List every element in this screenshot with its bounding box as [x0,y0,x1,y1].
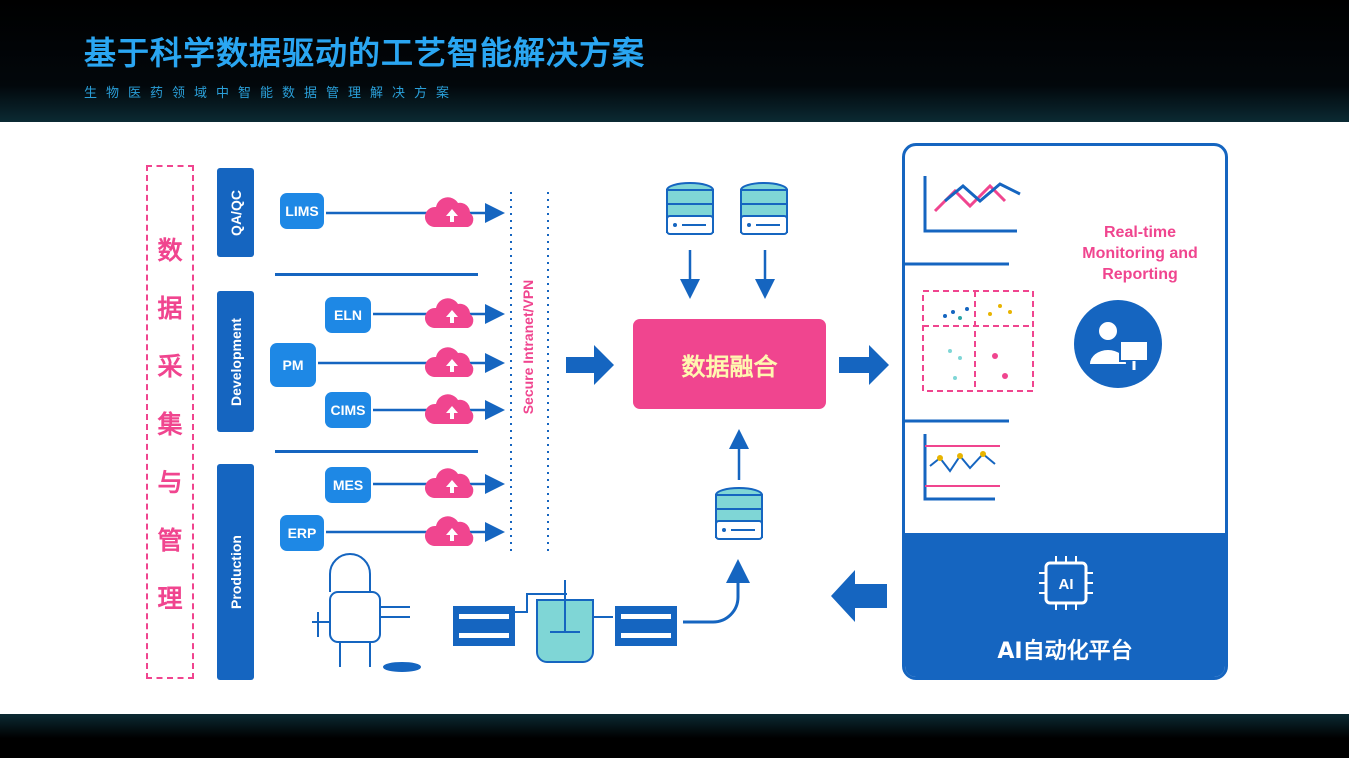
cloud-upload-icon [424,298,474,328]
page-title: 基于科学数据驱动的工艺智能解决方案 [84,34,646,72]
bioreactor-icon [312,553,421,672]
line-chart-icon [923,176,1021,233]
arrow-left-icon [831,570,887,622]
connector-line [683,559,750,624]
data-collection-label: 数 据 采 集 与 管 理 [150,222,190,628]
page-subtitle: 生物医药领域中智能数据管理解决方案 [84,86,459,101]
filter-icon [453,606,515,646]
phase-production: Production [217,464,254,680]
diagram-canvas: 数 据 采 集 与 管 理 QA/QC Development Producti… [0,122,1349,714]
secure-network-label: Secure Intranet/VPN [520,279,536,415]
monitoring-label-line: Real-time [1103,224,1177,241]
data-collection-char: 与 [157,468,183,497]
cloud-upload-icon [424,394,474,424]
vessel-icon [515,580,613,663]
control-chart-icon [923,434,1000,501]
monitoring-label-line: Reporting [1102,266,1178,283]
database-icon [715,487,763,540]
data-collection-char: 据 [157,294,183,323]
scatter-chart-icon [922,290,1034,392]
cloud-upload-icon [424,516,474,546]
data-collection-char: 集 [157,410,183,439]
cloud-upload-icon [424,197,474,227]
system-eln: ELN [325,297,371,333]
data-collection-box [146,165,194,679]
monitoring-panel: Real-time Monitoring and Reporting AI AI… [902,143,1228,680]
filter-icon [615,606,677,646]
user-monitor-icon [1074,300,1162,388]
system-pm: PM [270,343,316,387]
header: 基于科学数据驱动的工艺智能解决方案 生物医药领域中智能数据管理解决方案 [0,0,1349,122]
ai-platform: AI AI自动化平台 [905,533,1225,677]
phase-qaqc: QA/QC [217,168,254,257]
data-collection-char: 数 [157,236,183,265]
database-icon [740,182,788,235]
data-collection-char: 理 [157,584,183,613]
data-collection-char: 管 [157,526,183,555]
system-lims: LIMS [280,193,324,229]
system-erp: ERP [280,515,324,551]
cloud-upload-icon [424,468,474,498]
data-fusion-box: 数据融合 [633,319,826,409]
system-mes: MES [325,467,371,503]
database-icon [666,182,714,235]
ai-chip-label: AI [1059,576,1074,593]
flow-graphics [312,182,889,672]
ai-chip-icon: AI [1039,556,1093,610]
monitoring-charts [905,176,1162,501]
cloud-upload-icon [424,347,474,377]
ai-platform-label: AI自动化平台 [997,639,1133,664]
phase-development: Development [217,291,254,432]
footer [0,714,1349,758]
arrow-right-icon [566,345,614,385]
section-divider [275,273,478,276]
monitoring-label-line: Monitoring and [1082,245,1198,262]
system-cims: CIMS [325,392,371,428]
arrow-right-icon [839,345,889,385]
section-divider [275,450,478,453]
data-collection-char: 采 [157,352,183,381]
monitoring-label: Real-time Monitoring and Reporting [1065,222,1215,285]
